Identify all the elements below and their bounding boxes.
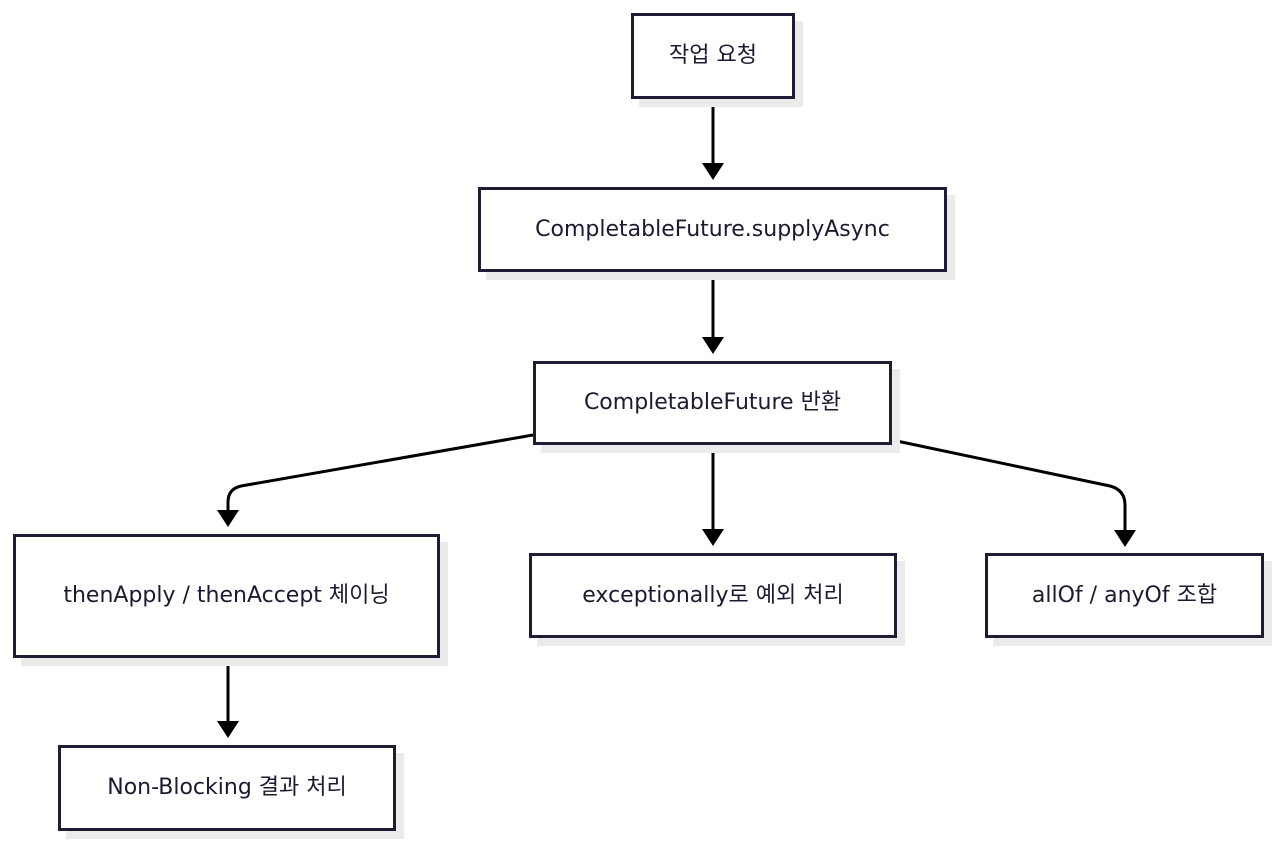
edge-n3-n4 [226,433,534,511]
edge-n3-n6 [891,438,1127,531]
node-label: Non-Blocking 결과 처리 [107,775,347,800]
node-label: allOf / anyOf 조합 [1031,582,1218,608]
node-label: CompletableFuture 반환 [583,390,842,415]
node-label: exceptionally로 예외 처리 [582,582,844,608]
arrowhead-icon [702,163,724,180]
arrowhead-icon [702,529,724,546]
node-exceptionally: exceptionally로 예외 처리 [529,553,897,638]
node-task-request: 작업 요청 [631,13,795,99]
node-label: CompletableFuture.supplyAsync [535,216,890,242]
node-return-future: CompletableFuture 반환 [533,361,892,445]
node-supply-async: CompletableFuture.supplyAsync [478,187,947,272]
arrowhead-icon [217,510,239,527]
node-label: 작업 요청 [669,43,757,68]
node-non-blocking-result: Non-Blocking 결과 처리 [58,745,396,831]
node-allof-anyof: allOf / anyOf 조합 [985,553,1264,638]
node-then-chaining: thenApply / thenAccept 체이닝 [13,534,440,658]
arrowhead-icon [702,337,724,354]
node-label: thenApply / thenAccept 체이닝 [63,583,390,608]
arrowhead-icon [217,721,239,738]
arrowhead-icon [1114,530,1136,547]
